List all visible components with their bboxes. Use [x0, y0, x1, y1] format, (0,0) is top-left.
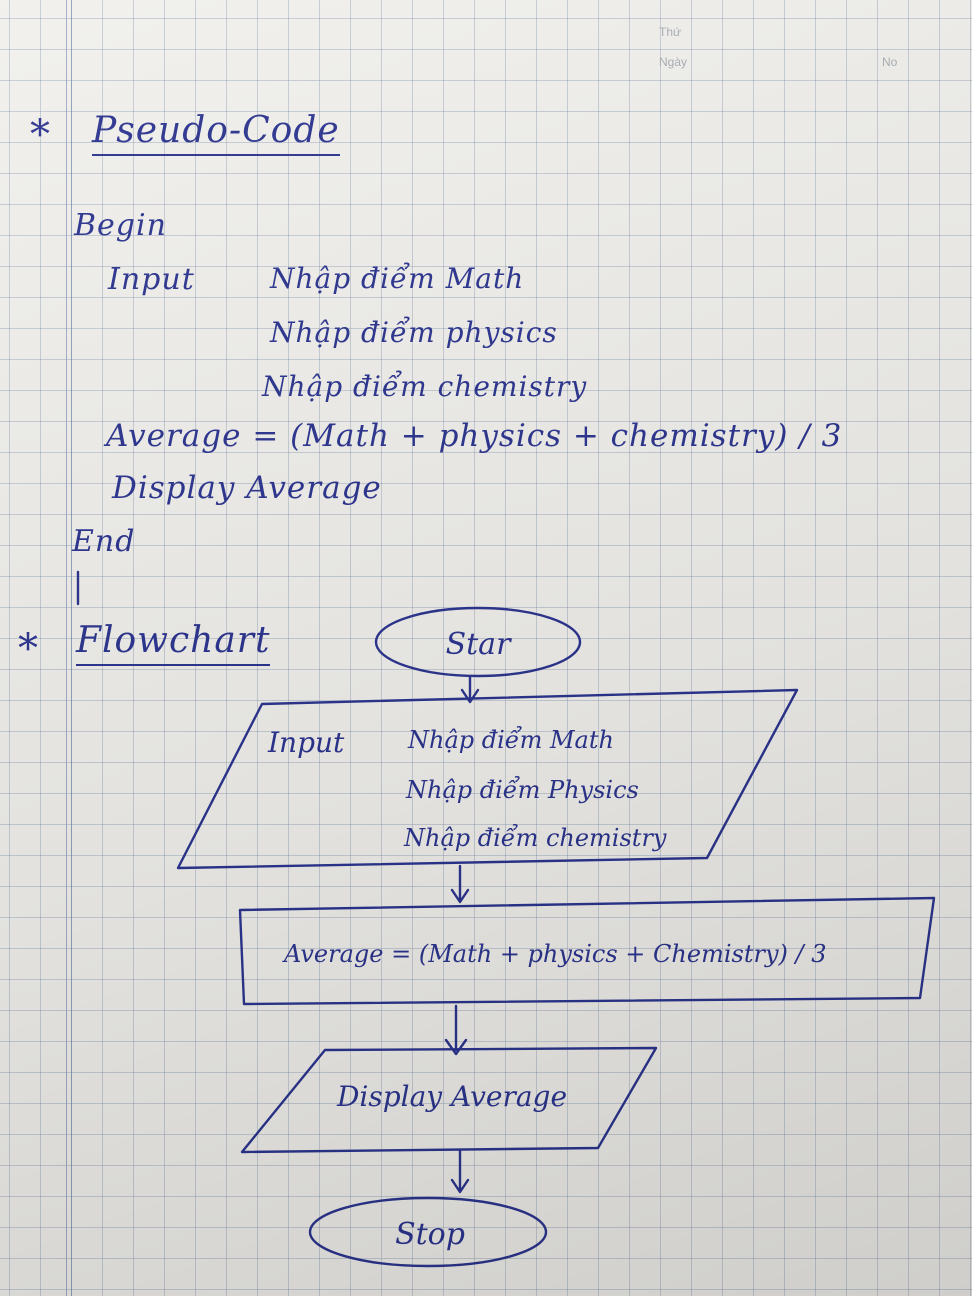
pseudocode-average-line: Average = (Math + physics + chemistry) /… — [106, 418, 843, 454]
flowchart-bullet: * — [18, 626, 39, 672]
input-line: Nhập điểm Math — [407, 725, 614, 754]
flow-arrow — [460, 675, 480, 704]
flow-arrow — [444, 1004, 468, 1056]
process-label: Average = (Math + physics + Chemistry) /… — [282, 940, 826, 968]
input-line: Nhập điểm chemistry — [403, 823, 667, 852]
header-day-label: Thứ — [659, 25, 682, 39]
process-rectangle — [238, 896, 936, 1006]
pseudocode-end: End — [72, 524, 136, 559]
pseudocode-begin: Begin — [74, 208, 167, 243]
pseudocode-display-line: Display Average — [112, 470, 382, 506]
pseudocode-input-keyword: Input — [108, 262, 195, 297]
pseudocode-input-line: Nhập điểm chemistry — [262, 370, 588, 403]
pseudocode-input-line: Nhập điểm physics — [270, 316, 558, 349]
flow-arrow — [450, 864, 470, 904]
start-label: Star — [446, 627, 512, 662]
display-label: Display Average — [336, 1080, 567, 1113]
pseudocode-input-line: Nhập điểm Math — [270, 262, 525, 295]
input-keyword: Input — [267, 726, 345, 759]
start-terminator — [374, 606, 582, 678]
margin-line — [66, 0, 67, 1296]
input-parallelogram — [176, 688, 799, 870]
display-parallelogram — [240, 1046, 658, 1154]
input-line: Nhập điểm Physics — [405, 775, 639, 804]
flow-arrow — [450, 1148, 470, 1194]
flowchart-heading: Flowchart — [76, 620, 271, 666]
pseudocode-bullet: * — [30, 112, 51, 158]
stop-terminator — [308, 1196, 548, 1268]
pseudocode-heading: Pseudo-Code — [92, 110, 340, 156]
stop-label: Stop — [395, 1217, 465, 1252]
header-date-label: Ngày — [659, 55, 688, 69]
margin-line — [71, 0, 72, 1296]
header-no-label: No — [882, 55, 898, 69]
